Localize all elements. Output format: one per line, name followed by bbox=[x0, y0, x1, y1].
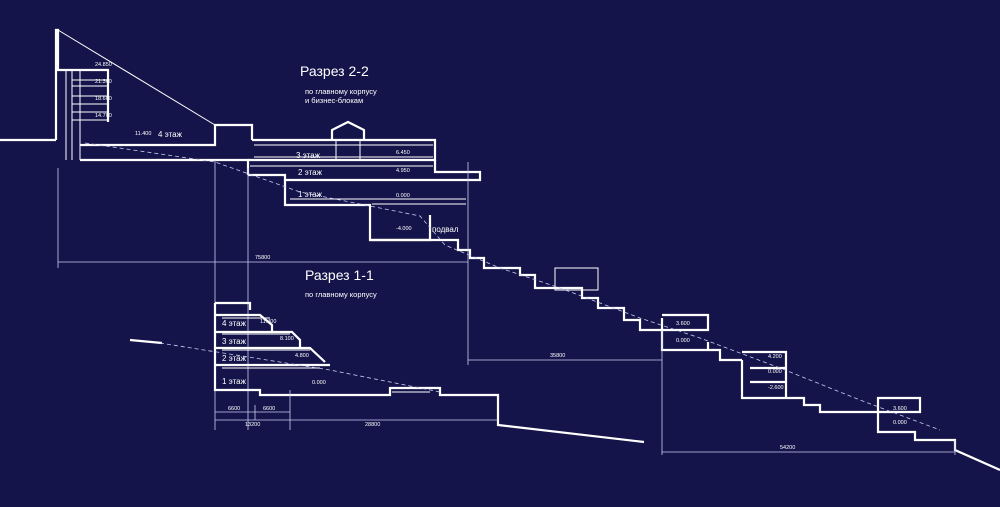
s11-floor-3: 3 этаж bbox=[222, 337, 247, 346]
dim-75800-line bbox=[57, 160, 469, 430]
s11-floor-1: 1 этаж bbox=[222, 377, 247, 386]
dim-54200-line bbox=[662, 440, 956, 455]
tower-floors bbox=[72, 79, 108, 121]
s11-dim-2: 13200 bbox=[245, 422, 260, 428]
lower-block-1 bbox=[660, 313, 742, 362]
lower-block-3 bbox=[840, 396, 1000, 472]
s22-lower-mark-1: 0.000 bbox=[676, 338, 690, 344]
roof-gable-wall bbox=[335, 140, 361, 160]
s22-lower-mark-3: 0.000 bbox=[768, 369, 782, 375]
s11-floor-2: 2 этаж bbox=[222, 354, 247, 363]
s11-terrain bbox=[129, 338, 163, 345]
s11-dim-1: 6600 bbox=[263, 406, 275, 412]
s22-mark-2: 18.600 bbox=[95, 96, 112, 102]
section-1-1-subtitle: по главному корпусу bbox=[305, 290, 377, 299]
s22-floor-3: 3 этаж bbox=[296, 151, 321, 160]
s22-mark-8: -4.000 bbox=[396, 226, 412, 232]
level-3-block bbox=[248, 138, 437, 162]
section-2-2-title: Разрез 2-2 bbox=[300, 63, 369, 79]
roof-gable bbox=[330, 120, 366, 140]
s22-lower-mark-4: -2.600 bbox=[768, 385, 784, 391]
s22-lower-mark-5: 3.600 bbox=[893, 406, 907, 412]
tower-inner-wall bbox=[65, 70, 81, 160]
s11-block bbox=[213, 303, 645, 444]
s11-mark-0: 11.400 bbox=[260, 319, 276, 325]
s22-lower-mark-0: 3.600 bbox=[676, 321, 690, 327]
s11-floors bbox=[222, 317, 320, 369]
pavilion bbox=[554, 267, 599, 291]
basement-stairs bbox=[370, 238, 662, 332]
s22-floor-1: 1 этаж bbox=[298, 190, 323, 199]
s22-mark-6: 4.950 bbox=[396, 168, 410, 174]
s22-mark-1: 21.300 bbox=[95, 79, 112, 85]
tower-outline bbox=[54, 28, 110, 140]
level-1-inner bbox=[290, 198, 466, 205]
section-2-2-subtitle-2: и бизнес-блокам bbox=[305, 96, 363, 105]
level-2-step bbox=[248, 160, 482, 182]
s22-dim-35800: 35800 bbox=[550, 353, 565, 359]
s11-floor-4: 4 этаж bbox=[222, 319, 247, 328]
s11-mark-3: 0.000 bbox=[312, 380, 326, 386]
s22-mark-5: 6.450 bbox=[396, 150, 410, 156]
s22-lower-mark-2: 4.200 bbox=[768, 354, 782, 360]
s22-dim-54200: 54200 bbox=[780, 445, 795, 451]
s22-dim-75800: 75800 bbox=[255, 255, 270, 261]
s11-dim-0: 6600 bbox=[228, 406, 240, 412]
s22-mark-0: 24.850 bbox=[95, 62, 112, 68]
s11-dim-lines bbox=[215, 390, 498, 430]
dim-35800-line bbox=[468, 330, 663, 455]
s11-mark-2: 4.800 bbox=[295, 353, 309, 359]
section-2-2 bbox=[0, 28, 1000, 472]
s11-dim-3: 28800 bbox=[365, 422, 380, 428]
level-3-inner bbox=[254, 144, 433, 158]
s22-floor-2: 2 этаж bbox=[298, 168, 323, 177]
level-1-step bbox=[283, 180, 432, 242]
section-2-2-subtitle-1: по главному корпусу bbox=[305, 87, 377, 96]
section-1-1-title: Разрез 1-1 bbox=[305, 267, 374, 283]
s11-stepped-top bbox=[215, 301, 330, 367]
s22-mark-3: 14.700 bbox=[95, 113, 112, 119]
s22-lower-mark-6: 0.000 bbox=[893, 420, 907, 426]
s22-floor-basement: подвал bbox=[432, 225, 459, 234]
s22-mark-4: 11.400 bbox=[135, 131, 151, 137]
s11-mark-1: 8.100 bbox=[280, 336, 294, 342]
section-1-1 bbox=[129, 301, 645, 444]
tower-roof-slope bbox=[57, 29, 216, 126]
s22-mark-7: 0.000 bbox=[396, 193, 410, 199]
ground-dashed bbox=[84, 142, 941, 431]
lower-block-2 bbox=[740, 350, 840, 414]
s11-ground-dashed bbox=[159, 342, 441, 393]
s22-floor-4: 4 этаж bbox=[158, 130, 183, 139]
